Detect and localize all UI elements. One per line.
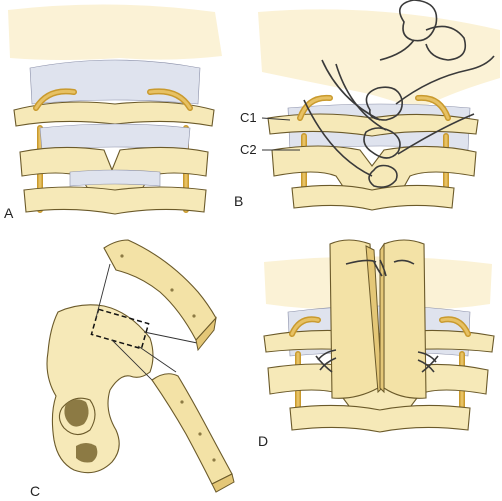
panel-d-c3-vertebra — [289, 404, 471, 433]
panel-a-c1-arch — [13, 101, 215, 127]
panel-b-wire-strand-3 — [395, 55, 495, 105]
panel-c-graft-lower — [151, 373, 233, 485]
panel-b-wire-strand-1 — [321, 59, 381, 121]
panel-a: A — [4, 4, 222, 221]
panel-c-label: C — [30, 483, 40, 499]
panel-b-c2-label: C2 — [240, 142, 257, 157]
panel-b-wire-strand-5 — [303, 99, 373, 177]
panel-c-projection-line-4 — [137, 345, 177, 373]
panel-d-label: D — [258, 433, 268, 449]
panel-c-graft-upper — [103, 239, 217, 341]
panel-b-wire-top-loop-2 — [425, 25, 467, 61]
panel-b-occiput — [258, 9, 500, 110]
panel-b-wire-strand-4 — [397, 113, 475, 155]
panel-d-graft-right — [383, 239, 427, 399]
panel-b-wire-strand-2 — [335, 63, 387, 131]
panel-c-projection-line-1 — [95, 263, 111, 319]
panel-c-graft-lower-hole-2 — [198, 432, 202, 436]
panel-c-graft-lower-end — [211, 473, 235, 493]
panel-c-projection-line-2 — [143, 331, 203, 345]
panel-c-graft-upper-hole-2 — [170, 288, 174, 292]
panel-c-graft-lower-hole-1 — [180, 400, 184, 404]
panel-a-c3-vertebra — [23, 186, 207, 215]
panel-c-pelvis — [46, 304, 154, 474]
panel-c-graft-upper-end — [195, 316, 217, 352]
panel-b-wire-bottom-loop — [368, 164, 398, 188]
panel-b-wire-top-strand — [379, 39, 415, 61]
panel-a-membrane-c2c3 — [69, 169, 161, 187]
panel-b-c3-vertebra — [291, 184, 455, 211]
panel-d-wire-top-twist — [345, 259, 415, 277]
panel-b-c1-label: C1 — [240, 110, 257, 125]
panel-b: C1 C2 B — [234, 0, 500, 211]
panel-d-graft-right-edge — [379, 242, 385, 394]
panel-a-label: A — [4, 205, 14, 221]
panel-d: D — [258, 239, 495, 449]
panel-b-wire-top-loop — [398, 0, 438, 42]
panel-d-occiput — [264, 256, 492, 310]
panel-c-graft-lower-hole-3 — [212, 458, 216, 462]
panel-c: C — [30, 239, 235, 499]
panel-c-projection-line-3 — [111, 339, 157, 385]
panel-c-graft-upper-hole-3 — [192, 314, 196, 318]
panel-a-membrane-lower — [39, 123, 191, 151]
panel-b-wire-lower-loop — [363, 127, 401, 159]
panel-b-label: B — [234, 193, 243, 209]
panel-d-wire-right-tie — [417, 351, 439, 373]
panel-c-acetabulum — [76, 443, 98, 463]
panel-c-harvest-site — [90, 308, 150, 350]
panel-c-obturator — [64, 399, 89, 427]
panel-d-wire-left-tie — [315, 349, 337, 373]
panel-b-c1-leader — [261, 117, 291, 121]
panel-a-occiput — [8, 4, 222, 60]
panel-c-graft-upper-hole-1 — [120, 254, 124, 258]
